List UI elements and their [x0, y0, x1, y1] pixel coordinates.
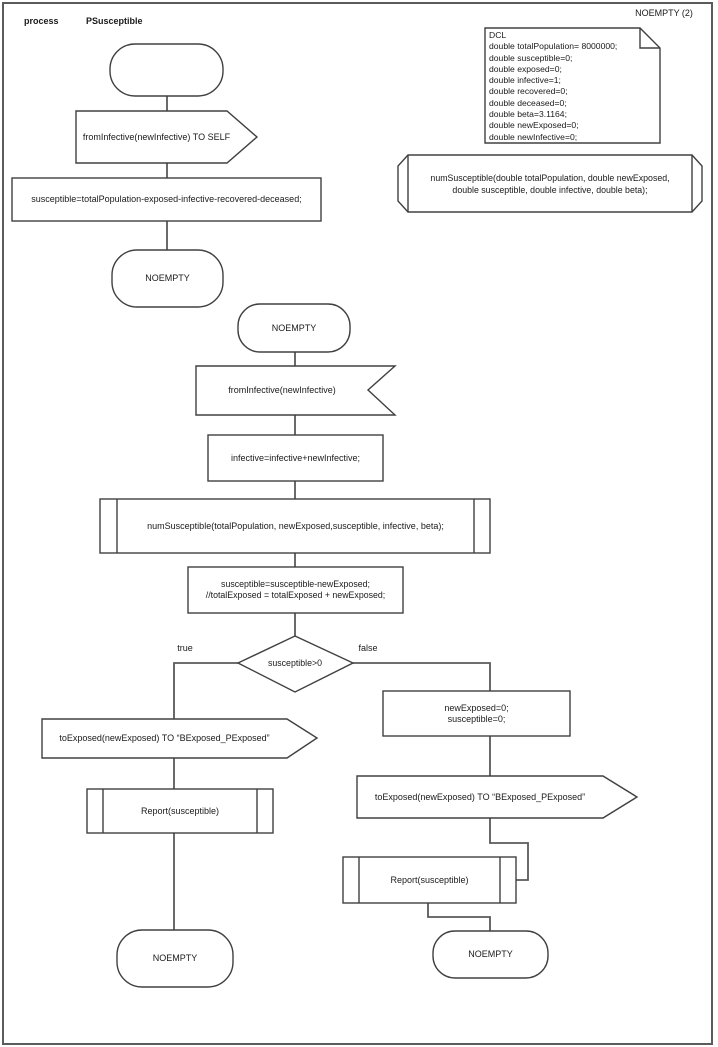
output-toexposed-true-text: toExposed(newExposed) TO “BExposed_PExpo…: [59, 733, 270, 743]
start-state-shape[interactable]: [109, 43, 224, 97]
dcl-folded-corner: [639, 28, 660, 49]
task-susceptible-init-shape[interactable]: [11, 177, 322, 222]
connector-false-branch: [353, 662, 491, 691]
decision-true-label: true: [177, 643, 193, 653]
state-noempty-text: NOEMPTY: [271, 322, 317, 333]
call-report-false-shape[interactable]: [342, 856, 517, 904]
next-state-false-shape[interactable]: [432, 930, 549, 979]
call-report-true-text: Report(susceptible): [140, 805, 220, 816]
task-susceptible-update-shape[interactable]: [187, 566, 404, 614]
process-name-label: PSusceptible: [86, 16, 143, 26]
dcl-text-symbol-shape[interactable]: [484, 27, 661, 144]
input-frominfective-text: fromInfective(newInfective): [228, 385, 336, 395]
task-susceptible-init-text: susceptible=totalPopulation-exposed-infe…: [31, 194, 302, 204]
output-toexposed-false-text: toExposed(newExposed) TO “BExposed_PExpo…: [374, 791, 586, 802]
next-state-true-text: NOEMPTY: [152, 953, 198, 963]
next-state-noempty-text: NOEMPTY: [145, 273, 190, 283]
decision-shape[interactable]: [236, 635, 355, 693]
connector: [489, 818, 529, 881]
decision-false-label: false: [358, 643, 378, 653]
connector-true-branch: [173, 662, 238, 719]
connectors: [166, 96, 529, 931]
output-toexposed-true-shape[interactable]: [41, 718, 319, 759]
task-infective-shape[interactable]: [207, 434, 384, 482]
next-state-noempty-shape[interactable]: [111, 249, 224, 308]
process-kind-label: process: [24, 16, 59, 26]
task-reset-text: newExposed=0;susceptible=0;: [444, 702, 509, 724]
task-susceptible-update-text: susceptible=susceptible-newExposed;//tot…: [205, 579, 386, 600]
next-state-false-text: NOEMPTY: [468, 949, 513, 959]
call-report-false-inner-lines: [358, 857, 501, 903]
output-toexposed-false-shape[interactable]: [356, 775, 639, 819]
decision-text: susceptible>0: [267, 657, 323, 668]
next-state-true-shape[interactable]: [116, 929, 234, 988]
page-label: NOEMPTY (2): [635, 8, 693, 18]
call-report-true-shape[interactable]: [86, 788, 274, 834]
call-numsusceptible-inner-lines: [116, 499, 475, 553]
procedure-declaration-inner-lines: [407, 155, 693, 212]
task-infective-text: infective=infective+newInfective;: [230, 452, 361, 463]
procedure-declaration-text: numSusceptible(double totalPopulation, d…: [430, 172, 670, 195]
task-reset-shape[interactable]: [382, 690, 571, 737]
input-frominfective-shape[interactable]: [195, 365, 397, 416]
state-noempty-shape[interactable]: [237, 303, 351, 353]
call-numsusceptible-text: numSusceptible(totalPopulation, newExpos…: [147, 520, 444, 531]
output-to-self-shape[interactable]: [75, 110, 259, 164]
call-numsusceptible-shape[interactable]: [99, 498, 491, 554]
call-report-true-inner-lines: [102, 789, 258, 833]
call-report-false-text: Report(susceptible): [390, 874, 469, 885]
connector: [427, 903, 491, 931]
output-to-self-text: fromInfective(newInfective) TO SELF: [82, 131, 231, 142]
